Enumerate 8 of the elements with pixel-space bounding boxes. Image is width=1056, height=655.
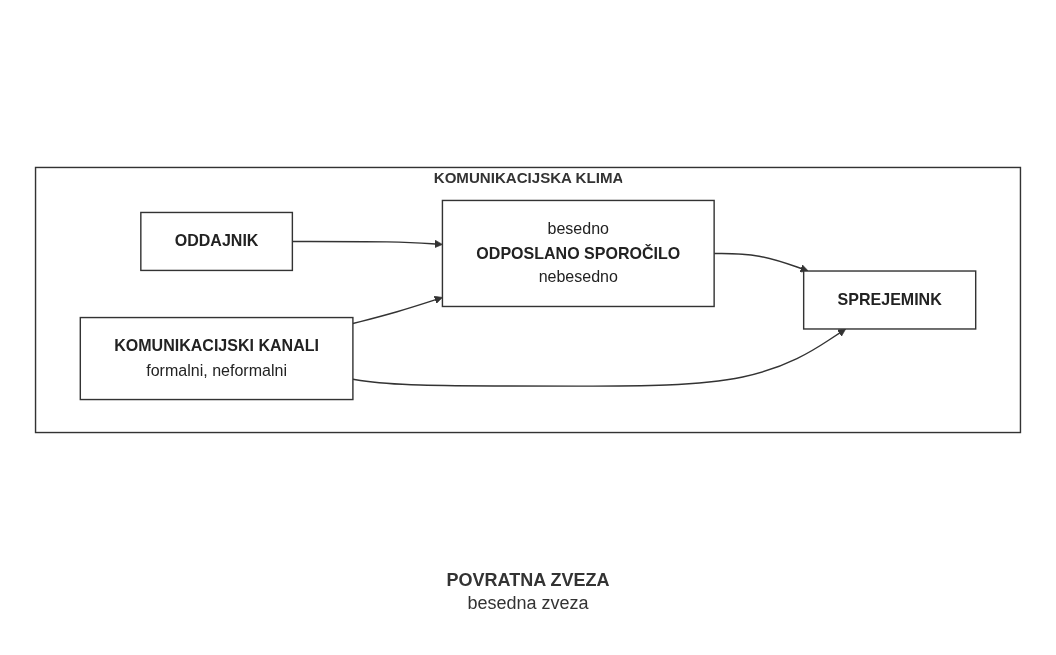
- arrow: [352, 295, 443, 324]
- node-box: SPREJEMINK: [802, 269, 977, 330]
- feedback-heading: POVRATNA ZVEZA: [446, 569, 610, 591]
- node-box: KOMUNIKACIJSKI KANALI formalni, neformalni: [79, 316, 354, 400]
- feedback-note: besedna zveza: [466, 592, 590, 614]
- arrow: [352, 328, 847, 387]
- node-box: besedno ODPOSLANO SPOROČILO nebesedno: [441, 199, 715, 307]
- node-box: ODDAJNIK: [140, 211, 294, 271]
